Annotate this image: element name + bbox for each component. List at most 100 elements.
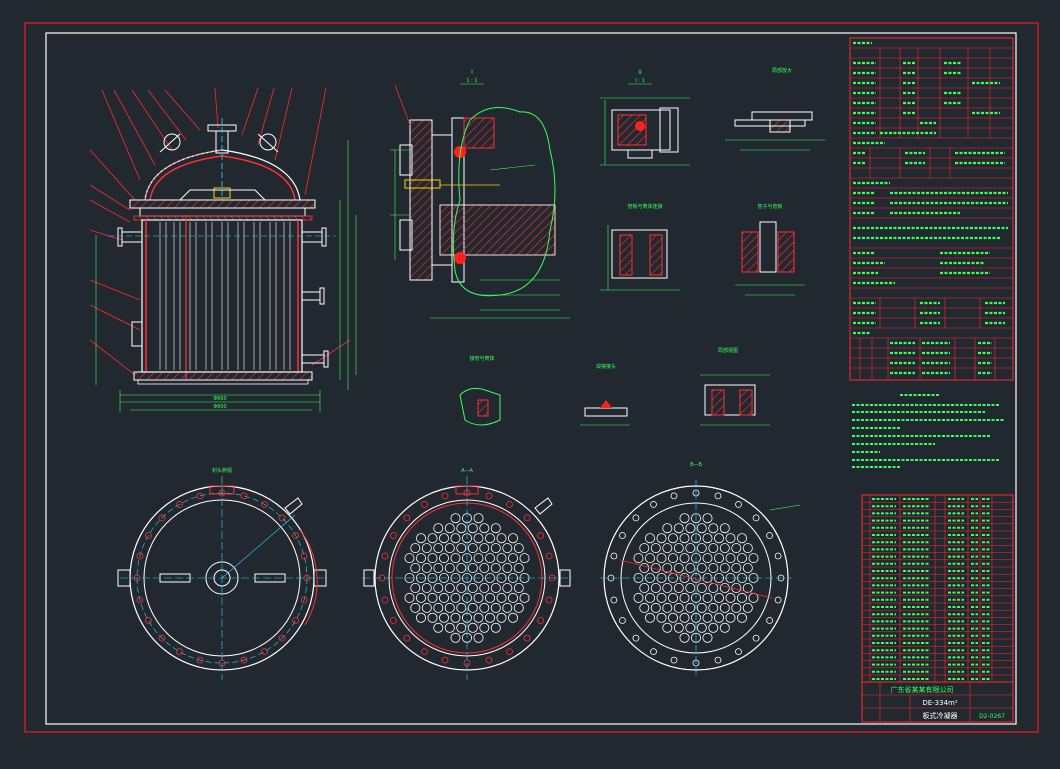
circle-mark [441, 656, 449, 664]
circle-mark [731, 543, 742, 554]
circle-mark [650, 648, 657, 655]
circle-mark [415, 592, 426, 603]
circle-mark [685, 523, 696, 534]
circle-mark [438, 553, 449, 564]
circle-mark [702, 632, 713, 643]
circle-mark [502, 563, 513, 574]
circle-mark [473, 632, 484, 643]
circle-mark [656, 553, 667, 564]
circle-mark [484, 592, 495, 603]
circle-mark [668, 592, 679, 603]
svg-text:管板与筒体连接: 管板与筒体连接 [627, 203, 662, 210]
circle-mark [427, 592, 438, 603]
circle-mark [415, 553, 426, 564]
circle-mark [702, 553, 713, 564]
circle-mark [742, 602, 753, 613]
circle-mark [456, 563, 467, 574]
circle-mark [421, 602, 432, 613]
circle-mark [714, 553, 725, 564]
circle-mark [158, 514, 166, 522]
circle-mark [496, 533, 507, 544]
circle-mark [537, 532, 544, 539]
circle-mark [507, 612, 518, 623]
circle-mark [490, 622, 501, 633]
circle-mark [752, 514, 760, 522]
circle-mark [719, 602, 730, 613]
svg-text:接管与筒体: 接管与筒体 [469, 355, 494, 362]
circle-mark [450, 533, 461, 544]
circle-mark [708, 543, 719, 554]
circle-mark [421, 583, 432, 594]
circle-mark [662, 523, 673, 534]
circle-mark [519, 553, 530, 564]
circle-mark [410, 563, 421, 574]
circle-mark [484, 533, 495, 544]
circle-mark [196, 492, 204, 500]
inner-frame [45, 32, 1017, 725]
circle-mark [450, 632, 461, 643]
circle-mark [685, 622, 696, 633]
svg-text:II: II [638, 69, 642, 76]
section-b-view: B—B [600, 462, 801, 676]
circle-mark [645, 553, 656, 564]
circle-mark [421, 648, 428, 655]
circle-mark [668, 612, 679, 623]
circle-mark [696, 602, 707, 613]
circle-mark [433, 563, 444, 574]
circle-mark [490, 602, 501, 613]
circle-mark [136, 552, 144, 560]
circle-mark [714, 592, 725, 603]
circle-mark [766, 532, 773, 539]
circle-mark [427, 533, 438, 544]
circle-mark [421, 500, 428, 508]
circle-mark [645, 592, 656, 603]
circle-mark [467, 563, 478, 574]
circle-mark [662, 583, 673, 594]
circle-mark [696, 523, 707, 534]
circle-mark [490, 583, 501, 594]
circle-mark [774, 596, 782, 604]
circle-mark [673, 523, 684, 534]
circle-mark [467, 602, 478, 613]
circle-mark [714, 533, 725, 544]
circle-mark [450, 592, 461, 603]
circle-mark [507, 533, 518, 544]
circle-mark [748, 592, 759, 603]
detail-views-top: II I : 1 局部放大 管板与筒体连接 管子与管板 [600, 67, 825, 296]
circle-mark [668, 533, 679, 544]
circle-mark [240, 492, 248, 500]
circle-mark [662, 602, 673, 613]
circle-mark [737, 533, 748, 544]
circle-mark [742, 543, 753, 554]
circle-mark [450, 513, 461, 524]
circle-mark [650, 602, 661, 613]
circle-mark [719, 523, 730, 534]
circle-mark [421, 563, 432, 574]
circle-mark [176, 500, 183, 508]
circle-mark [433, 583, 444, 594]
circle-mark [670, 656, 678, 664]
circle-mark [473, 513, 484, 524]
circle-mark [456, 622, 467, 633]
circle-mark [507, 553, 518, 564]
circle-mark [685, 583, 696, 594]
circle-mark [725, 553, 736, 564]
circle-mark [639, 543, 650, 554]
circle-mark [456, 602, 467, 613]
circle-mark [433, 622, 444, 633]
circle-mark [737, 592, 748, 603]
circle-mark [545, 596, 553, 604]
circle-mark [650, 583, 661, 594]
circle-mark [639, 602, 650, 613]
circle-mark [300, 596, 308, 604]
circle-mark [708, 583, 719, 594]
circle-mark [261, 648, 268, 655]
circle-mark [691, 632, 702, 643]
circle-mark [300, 552, 308, 560]
circle-mark [650, 543, 661, 554]
circle-mark [513, 563, 524, 574]
circle-mark [444, 583, 455, 594]
circle-mark [645, 533, 656, 544]
circle-mark [679, 632, 690, 643]
